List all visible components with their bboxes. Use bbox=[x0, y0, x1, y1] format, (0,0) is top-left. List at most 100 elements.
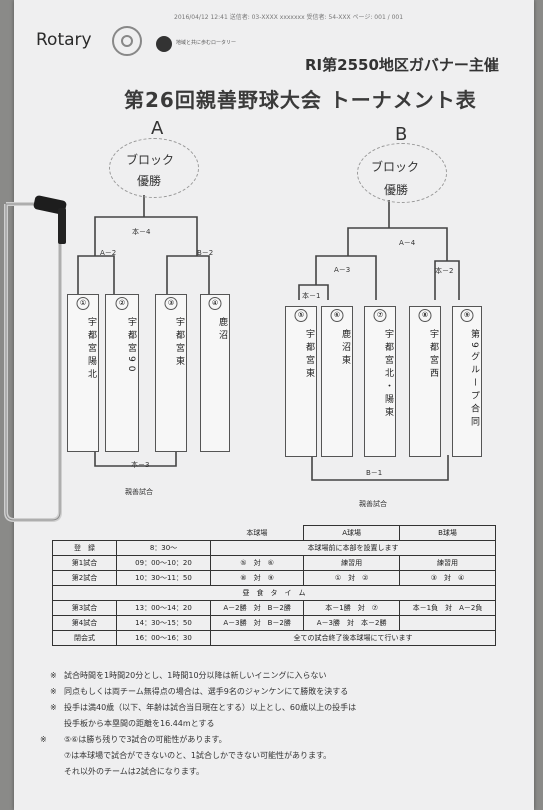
table-row: 第4試合 14：30～15：50 A－3勝 対 B－2勝 A－3勝 対 本－2勝 bbox=[52, 615, 496, 631]
team-number: ② bbox=[115, 297, 129, 310]
cell-main-field: ⑧ 対 ⑨ bbox=[209, 570, 305, 586]
bracket-lines bbox=[77, 195, 460, 481]
team-number: ⑧ bbox=[418, 309, 432, 322]
block-a-letter: A bbox=[151, 118, 164, 139]
block-b-champ-line1: ブロック bbox=[371, 160, 420, 174]
row-label: 第3試合 bbox=[52, 600, 117, 616]
team-number: ③ bbox=[164, 297, 178, 310]
cell-a-field: A－3勝 対 本－2勝 bbox=[303, 615, 401, 631]
note-item: 投手板から本塁間の距離を16.44mとする bbox=[50, 716, 520, 732]
team-card: ⑨ 第9グループ合同 bbox=[452, 306, 482, 457]
row-label: 第4試合 bbox=[52, 615, 117, 631]
column-header: B球場 bbox=[399, 525, 496, 541]
team-name: 宇都宮北・陽東 bbox=[383, 329, 393, 420]
block-a-game1-label: A－2 bbox=[100, 249, 117, 257]
row-span-note: 全ての試合終了後本球場にて行います bbox=[210, 630, 496, 646]
block-b-final-label: A－4 bbox=[399, 239, 416, 247]
cell-main-field: ⑤ 対 ⑥ bbox=[209, 555, 305, 571]
schedule-table: 本球場 A球場 B球場 登 録 8：30～ 本球場前に本部を設置します 第1試合… bbox=[52, 525, 496, 646]
team-card: ⑦ 宇都宮北・陽東 bbox=[364, 306, 396, 457]
block-a-game2-label: B－2 bbox=[197, 249, 214, 257]
note-text: ⑦は本球場で試合ができないのと、1試合しかできない可能性があります。 bbox=[64, 751, 332, 760]
block-b-wreath bbox=[357, 143, 447, 203]
cell-a-field: 練習用 bbox=[303, 555, 401, 571]
row-time: 8：30～ bbox=[116, 540, 211, 556]
team-name: 宇都宮西 bbox=[428, 329, 438, 381]
fax-header: 2016/04/12 12:41 送信者: 03-XXXX xxxxxxx 受信… bbox=[174, 14, 404, 21]
note-item: それ以外のチームは2試合になります。 bbox=[50, 764, 520, 780]
block-a-bottom-label: 本－3 bbox=[131, 461, 150, 469]
row-label: 登 録 bbox=[52, 540, 117, 556]
row-label: 第1試合 bbox=[52, 555, 117, 571]
table-row: 昼 食 タ イ ム bbox=[52, 585, 496, 601]
note-text: 投手板から本塁間の距離を16.44mとする bbox=[64, 719, 215, 728]
team-card: ② 宇都宮90 bbox=[105, 294, 139, 452]
cell-main-field: A－3勝 対 B－2勝 bbox=[209, 615, 305, 631]
row-time: 14：30～15：50 bbox=[116, 615, 211, 631]
rotary-wordmark: Rotary bbox=[36, 30, 92, 50]
row-time: 10：30～11：50 bbox=[116, 570, 211, 586]
table-row: 第2試合 10：30～11：50 ⑧ 対 ⑨ ① 対 ② ③ 対 ④ bbox=[52, 570, 496, 586]
team-name: 第9グループ合同 bbox=[469, 329, 479, 430]
team-name: 宇都宮90 bbox=[126, 317, 136, 376]
note-mark: ※ bbox=[40, 735, 47, 744]
table-header-row: 本球場 A球場 B球場 bbox=[53, 525, 496, 541]
note-text: 投手は満40歳（以下、年齢は試合当日現在とする）以上とし、60歳以上の投手は bbox=[64, 703, 357, 712]
block-b-game1-label: A－3 bbox=[334, 266, 351, 274]
lunch-row: 昼 食 タ イ ム bbox=[52, 585, 496, 601]
team-name: 鹿沼 bbox=[217, 317, 227, 343]
note-mark: ※ bbox=[50, 687, 57, 696]
team-name: 宇都宮東 bbox=[174, 317, 184, 369]
org-logo bbox=[156, 36, 172, 52]
block-a-caption: 親善試合 bbox=[125, 488, 153, 496]
note-text: 同点もしくは両チーム無得点の場合は、選手9名のジャンケンにて勝敗を決する bbox=[64, 687, 349, 696]
page-title: 第26回親善野球大会 トーナメント表 bbox=[124, 88, 477, 112]
team-name: 鹿沼東 bbox=[340, 329, 350, 368]
block-b-letter: B bbox=[395, 124, 408, 145]
column-header: 本球場 bbox=[210, 525, 304, 541]
note-item: ※ 同点もしくは両チーム無得点の場合は、選手9名のジャンケンにて勝敗を決する bbox=[50, 684, 520, 700]
row-time: 13：00～14：20 bbox=[116, 600, 211, 616]
clipboard-clip bbox=[4, 195, 67, 522]
team-card: ⑧ 宇都宮西 bbox=[409, 306, 441, 457]
column-header: A球場 bbox=[303, 525, 401, 541]
note-mark: ※ bbox=[50, 671, 57, 680]
block-b-caption: 親善試合 bbox=[359, 500, 387, 508]
block-b-game2-label: 本－2 bbox=[435, 267, 454, 275]
team-card: ③ 宇都宮東 bbox=[155, 294, 187, 452]
note-mark: ※ bbox=[50, 703, 57, 712]
rotary-wheel-logo bbox=[112, 26, 142, 56]
table-row: 登 録 8：30～ 本球場前に本部を設置します bbox=[52, 540, 496, 556]
team-number: ⑨ bbox=[460, 309, 474, 322]
table-row: 第1試合 09：00～10：20 ⑤ 対 ⑥ 練習用 練習用 bbox=[52, 555, 496, 571]
block-b-champ-line2: 優勝 bbox=[384, 183, 409, 197]
host-line: RI第2550地区ガバナー主催 bbox=[305, 56, 499, 74]
org-slogan: 地域と共に歩むロータリー bbox=[176, 40, 237, 46]
cell-b-field bbox=[399, 615, 496, 631]
block-b-game1a-label: 本－1 bbox=[302, 292, 321, 300]
team-name: 宇都宮東 bbox=[304, 329, 314, 381]
cell-b-field: 本－1負 対 A－2負 bbox=[399, 600, 496, 616]
note-item: ※ 投手は満40歳（以下、年齢は試合当日現在とする）以上とし、60歳以上の投手は bbox=[50, 700, 520, 716]
row-time: 16：00～16：30 bbox=[116, 630, 211, 646]
cell-b-field: 練習用 bbox=[399, 555, 496, 571]
note-text: それ以外のチームは2試合になります。 bbox=[64, 767, 205, 776]
block-a-champ-line2: 優勝 bbox=[137, 174, 162, 188]
team-number: ⑤ bbox=[294, 309, 308, 322]
row-span-note: 本球場前に本部を設置します bbox=[210, 540, 496, 556]
team-number: ① bbox=[76, 297, 90, 310]
team-card: ⑤ 宇都宮東 bbox=[285, 306, 317, 457]
cell-a-field: 本－1勝 対 ⑦ bbox=[303, 600, 401, 616]
team-card: ④ 鹿沼 bbox=[200, 294, 230, 452]
team-card: ⑥ 鹿沼東 bbox=[321, 306, 353, 457]
team-name: 宇都宮陽北 bbox=[86, 317, 96, 382]
note-item: ※ ⑤⑥は勝ち残りで3試合の可能性があります。 bbox=[40, 732, 520, 748]
row-time: 09：00～10：20 bbox=[116, 555, 211, 571]
note-item: ※試合時間を1時間20分とし、1時間10分以降は新しいイニングに入らない bbox=[50, 668, 520, 684]
table-row: 第3試合 13：00～14：20 A－2勝 対 B－2勝 本－1勝 対 ⑦ 本－… bbox=[52, 600, 496, 616]
note-text: ⑤⑥は勝ち残りで3試合の可能性があります。 bbox=[64, 735, 227, 744]
note-item: ⑦は本球場で試合ができないのと、1試合しかできない可能性があります。 bbox=[50, 748, 520, 764]
rules-notes: ※試合時間を1時間20分とし、1時間10分以降は新しいイニングに入らない ※ 同点… bbox=[40, 668, 520, 780]
cell-b-field: ③ 対 ④ bbox=[399, 570, 496, 586]
team-card: ① 宇都宮陽北 bbox=[67, 294, 99, 452]
